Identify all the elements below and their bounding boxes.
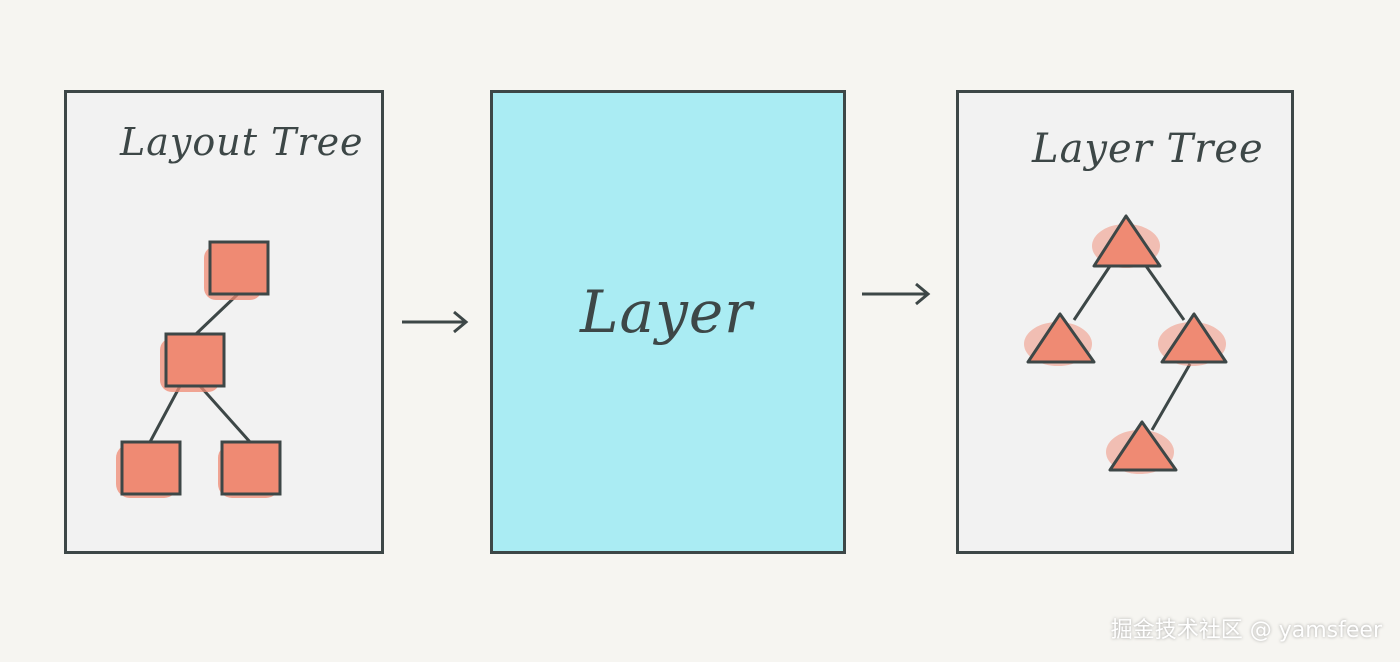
layout-edge-root-middle [194,292,240,336]
layer-tree-nodes [1024,214,1228,474]
watermark-text: 掘金技术社区 @ yamsfeer [1110,618,1382,643]
layout-edge-middle-right [198,385,252,443]
layer-edge-root-right [1144,265,1186,321]
layer-tree-edges [1072,265,1192,431]
layer-node-left [1024,312,1096,366]
layout-node-root [204,240,270,300]
layer-node-bottom [1106,420,1178,474]
layout-node-middle [160,332,226,392]
layer-edge-right-bottom [1150,363,1192,431]
flow-arrows [402,282,931,334]
layout-tree-edges [148,292,252,443]
layer-tree-panel [956,90,1294,554]
arrow-layer-to-layertree-icon [862,282,931,306]
layer-panel [490,90,846,554]
layer-node-root [1092,214,1162,268]
arrow-layout-to-layer-icon [402,310,469,334]
layer-edge-root-left [1072,265,1112,321]
layout-tree-nodes [116,240,282,498]
layout-node-left [116,440,182,498]
layer-node-right [1158,312,1228,366]
layout-edge-middle-left [148,385,182,443]
layout-node-right [218,440,282,498]
layer-title: Layer [580,278,753,346]
layout-tree-title: Layout Tree [120,120,364,164]
layer-tree-title: Layer Tree [1032,126,1264,172]
